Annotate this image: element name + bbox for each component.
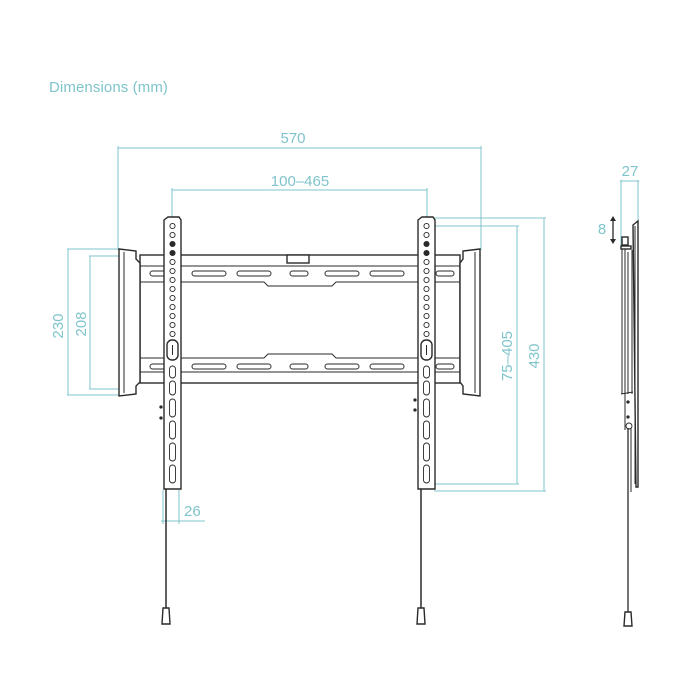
- wall-plate: [139, 254, 461, 384]
- dimension-bracket-width: 26: [161, 490, 205, 524]
- slot-row-bottom: [149, 363, 455, 370]
- label-arm-height: 230: [50, 313, 67, 338]
- label-vesa-vertical: 75–405: [499, 331, 516, 381]
- bracket-holes-left: [169, 222, 176, 338]
- bracket-holes-right: [423, 222, 430, 338]
- label-overall-width: 570: [280, 130, 305, 147]
- side-view: 27 8: [598, 163, 639, 627]
- label-vertical-adjust: 8: [598, 221, 606, 238]
- dimension-arm-heights: 230 208: [50, 248, 122, 396]
- left-flange: [118, 248, 141, 397]
- dimension-vertical: 75–405 430: [434, 217, 546, 492]
- right-tv-bracket: [413, 216, 436, 490]
- diagram-title: Dimensions (mm): [49, 79, 169, 96]
- pull-string-left: [161, 489, 171, 625]
- left-tv-bracket: [159, 216, 182, 490]
- bracket-slots-left: [169, 365, 176, 484]
- vertical-adjust-arrow-icon: [610, 216, 616, 244]
- pull-string-right: [416, 489, 426, 625]
- label-bracket-width: 26: [184, 503, 201, 520]
- label-arm-inner-height: 208: [73, 311, 90, 336]
- dimension-overall-width: 570: [117, 130, 482, 250]
- label-overall-height: 430: [526, 343, 543, 368]
- slot-row-top: [149, 270, 455, 277]
- label-vesa-horizontal: 100–465: [271, 173, 329, 190]
- dimension-vesa-horizontal: 100–465: [171, 173, 428, 218]
- bracket-slots-right: [423, 365, 430, 484]
- right-flange: [459, 248, 481, 397]
- label-depth: 27: [622, 163, 639, 180]
